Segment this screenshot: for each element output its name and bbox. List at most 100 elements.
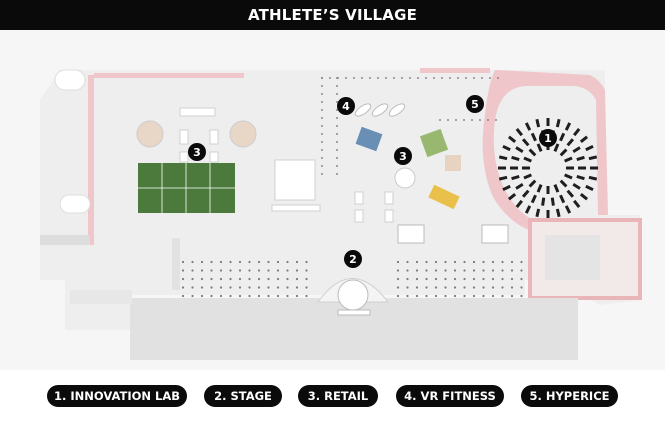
truss-dot bbox=[229, 286, 232, 289]
truss-dot bbox=[210, 269, 213, 272]
legend-innovation-lab[interactable]: 1. INNOVATION LAB bbox=[47, 385, 187, 407]
truss-dot bbox=[276, 260, 280, 264]
seat bbox=[546, 118, 550, 126]
truss-line-dot bbox=[337, 77, 339, 79]
truss-dot bbox=[295, 277, 299, 281]
marker-stage-label: 2 bbox=[349, 253, 357, 266]
seat bbox=[555, 118, 561, 128]
truss-line-dot bbox=[336, 117, 338, 119]
truss-line-dot bbox=[409, 77, 411, 79]
truss-line-dot bbox=[465, 77, 467, 79]
truss-dot bbox=[444, 269, 447, 272]
legend-innovation-lab-text: 1. INNOVATION LAB bbox=[53, 389, 181, 403]
wall-left-vertical bbox=[88, 75, 94, 245]
truss-line-dot bbox=[321, 117, 323, 119]
truss-dot bbox=[219, 286, 223, 289]
seat bbox=[550, 197, 555, 206]
seat bbox=[572, 146, 581, 154]
truss-dot bbox=[295, 260, 299, 264]
truss-dot bbox=[415, 260, 419, 264]
marker-hyperice[interactable]: 5 bbox=[466, 95, 484, 113]
seat bbox=[523, 156, 532, 163]
truss-dot bbox=[295, 294, 299, 298]
marker-vr-fitness[interactable]: 4 bbox=[337, 97, 355, 115]
truss-dot bbox=[463, 260, 466, 264]
truss-dot bbox=[305, 260, 308, 264]
truss-line-dot bbox=[336, 85, 338, 87]
display-table-1 bbox=[136, 120, 164, 148]
truss-dot bbox=[305, 286, 308, 289]
truss-line-dot bbox=[495, 119, 497, 121]
truss-dot bbox=[200, 269, 204, 272]
truss-dot bbox=[238, 294, 242, 298]
truss-line-dot bbox=[336, 93, 338, 95]
truss-line-dot bbox=[321, 133, 323, 135]
seat bbox=[588, 155, 598, 161]
marker-hyperice-label: 5 bbox=[471, 98, 479, 111]
truss-dot bbox=[210, 260, 213, 264]
seat bbox=[555, 208, 561, 218]
truss-line-dot bbox=[401, 77, 403, 79]
truss-dot bbox=[396, 294, 400, 298]
truss-dot bbox=[482, 260, 485, 264]
legend-stage[interactable]: 2. STAGE bbox=[204, 385, 282, 407]
truss-dot bbox=[181, 277, 185, 281]
seat bbox=[564, 122, 572, 131]
truss-dot bbox=[453, 294, 457, 298]
truss-line-dot bbox=[336, 109, 338, 111]
marker-stage[interactable]: 2 bbox=[344, 250, 362, 268]
innovation-lab-wall bbox=[482, 70, 608, 235]
truss-dot bbox=[286, 277, 289, 281]
truss-line-dot bbox=[321, 77, 323, 79]
seat bbox=[507, 193, 517, 201]
truss-line-dot bbox=[321, 109, 323, 111]
truss-dot bbox=[406, 269, 409, 272]
truss-dot bbox=[520, 269, 523, 272]
truss-dot bbox=[501, 277, 504, 281]
truss-dot bbox=[501, 294, 504, 298]
truss-line-dot bbox=[321, 165, 323, 167]
marker-retail-left[interactable]: 3 bbox=[188, 143, 206, 161]
legend-vr-fitness[interactable]: 4. VR FITNESS bbox=[396, 385, 504, 407]
marker-retail-center[interactable]: 3 bbox=[394, 147, 412, 165]
truss-dot bbox=[510, 286, 514, 289]
truss-dot bbox=[425, 277, 428, 281]
truss-dot bbox=[425, 294, 428, 298]
seat bbox=[559, 148, 568, 157]
legend-retail[interactable]: 3. RETAIL bbox=[298, 385, 378, 407]
seat bbox=[546, 210, 550, 218]
seat bbox=[579, 135, 589, 143]
truss-dot bbox=[425, 269, 428, 272]
truss-dot bbox=[276, 294, 280, 298]
truss-dot bbox=[491, 260, 495, 264]
marker-vr-fitness-label: 4 bbox=[342, 100, 350, 113]
truss-dot bbox=[238, 286, 242, 289]
seat bbox=[498, 175, 508, 181]
truss-dot bbox=[491, 277, 495, 281]
truss-line-dot bbox=[441, 77, 443, 79]
truss-dot bbox=[210, 294, 213, 298]
seat bbox=[564, 173, 573, 180]
marker-innovation-lab[interactable]: 1 bbox=[539, 129, 557, 147]
truss-dot bbox=[444, 277, 447, 281]
seat bbox=[523, 173, 532, 180]
truss-dot bbox=[520, 286, 523, 289]
truss-dot bbox=[510, 269, 514, 272]
truss-line-dot bbox=[321, 125, 323, 127]
left-riser bbox=[70, 290, 132, 304]
seat bbox=[522, 166, 530, 170]
truss-dot bbox=[248, 294, 251, 298]
truss-line-dot bbox=[321, 157, 323, 159]
seat bbox=[559, 194, 566, 204]
legend-hyperice[interactable]: 5. HYPERICE bbox=[521, 385, 618, 407]
truss-line-dot bbox=[473, 77, 475, 79]
seat bbox=[541, 197, 546, 206]
seat bbox=[524, 205, 532, 214]
seat bbox=[502, 184, 511, 192]
truss-line-dot bbox=[417, 77, 419, 79]
seat bbox=[498, 166, 506, 170]
truss-dot bbox=[257, 294, 261, 298]
seat bbox=[521, 138, 530, 147]
truss-dot bbox=[295, 286, 299, 289]
truss-line-dot bbox=[321, 85, 323, 87]
